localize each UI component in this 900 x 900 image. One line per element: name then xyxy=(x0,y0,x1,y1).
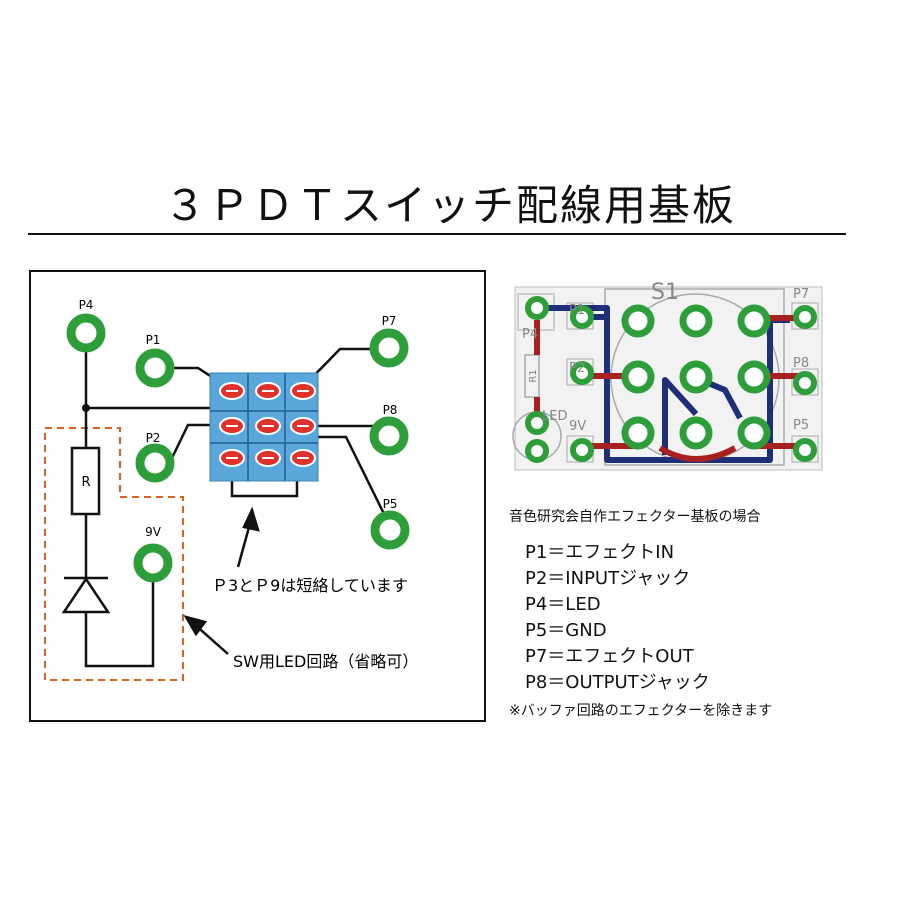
pad-p4 xyxy=(66,313,106,353)
label-p7: P7 xyxy=(382,314,397,328)
page-title: ３ＰＤＴスイッチ配線用基板 xyxy=(163,181,736,230)
label-p5: P5 xyxy=(383,497,398,511)
pad-p7 xyxy=(369,328,409,368)
pad-p2 xyxy=(135,443,175,483)
switch-grid xyxy=(210,373,318,481)
pad-p8 xyxy=(369,416,409,456)
note-led-circuit: SW用LED回路（省略可） xyxy=(233,652,418,671)
resistor-symbol xyxy=(70,446,101,516)
switch-pads xyxy=(219,382,316,467)
legend: 音色研究会自作エフェクター基板の場合 P1＝エフェクトIN P2＝INPUTジャ… xyxy=(509,506,889,720)
note-arrows xyxy=(183,506,260,655)
pcb-label-s1: S1 xyxy=(651,280,679,305)
label-9v: 9V xyxy=(145,525,162,539)
pcb-label-p1: P1 xyxy=(569,303,585,318)
led-circuit-region xyxy=(44,427,184,681)
pcb-label-p5: P5 xyxy=(793,418,809,433)
label-p4: P4 xyxy=(79,298,94,312)
pcb-label-r1: R1 xyxy=(528,369,539,382)
pcb-label-9v: 9V xyxy=(569,419,586,434)
legend-item: P2＝INPUTジャック xyxy=(525,568,691,589)
junction-dot xyxy=(82,404,90,412)
r1-outline xyxy=(524,354,540,398)
pcb-layout: S1 P4 P1 P2 9V P7 P8 P5 LED R1 xyxy=(512,280,823,471)
pcb-label-led: LED xyxy=(542,409,567,424)
label-p1: P1 xyxy=(146,333,161,347)
pad-p5 xyxy=(370,510,410,550)
legend-item: P1＝エフェクトIN xyxy=(525,542,675,563)
legend-item: P4＝LED xyxy=(525,594,601,615)
switch-pad-marks xyxy=(226,390,309,459)
pcb-label-p2: P2 xyxy=(569,361,585,376)
note-short-circuit: Ｐ3とＰ9は短絡しています xyxy=(212,576,408,595)
pad-p1 xyxy=(135,348,175,388)
pcb-label-p8: P8 xyxy=(793,356,809,371)
resistor-label: R xyxy=(81,475,90,490)
schematic-pads xyxy=(66,313,410,583)
legend-note: ※バッファ回路のエフェクターを除きます xyxy=(509,703,773,719)
diode-symbol xyxy=(61,576,111,614)
legend-item: P7＝エフェクトOUT xyxy=(525,646,694,667)
pcb-label-p4: P4 xyxy=(522,327,538,342)
legend-item: P5＝GND xyxy=(525,620,607,641)
title-divider xyxy=(28,233,846,235)
label-p8: P8 xyxy=(383,403,398,417)
pad-9v xyxy=(133,543,173,583)
pcb-label-p7: P7 xyxy=(793,287,809,302)
legend-item: P8＝OUTPUTジャック xyxy=(525,672,710,693)
label-p2: P2 xyxy=(146,431,161,445)
pcb-pads xyxy=(525,296,817,463)
switch-lugs xyxy=(621,304,771,450)
legend-heading: 音色研究会自作エフェクター基板の場合 xyxy=(509,509,761,525)
